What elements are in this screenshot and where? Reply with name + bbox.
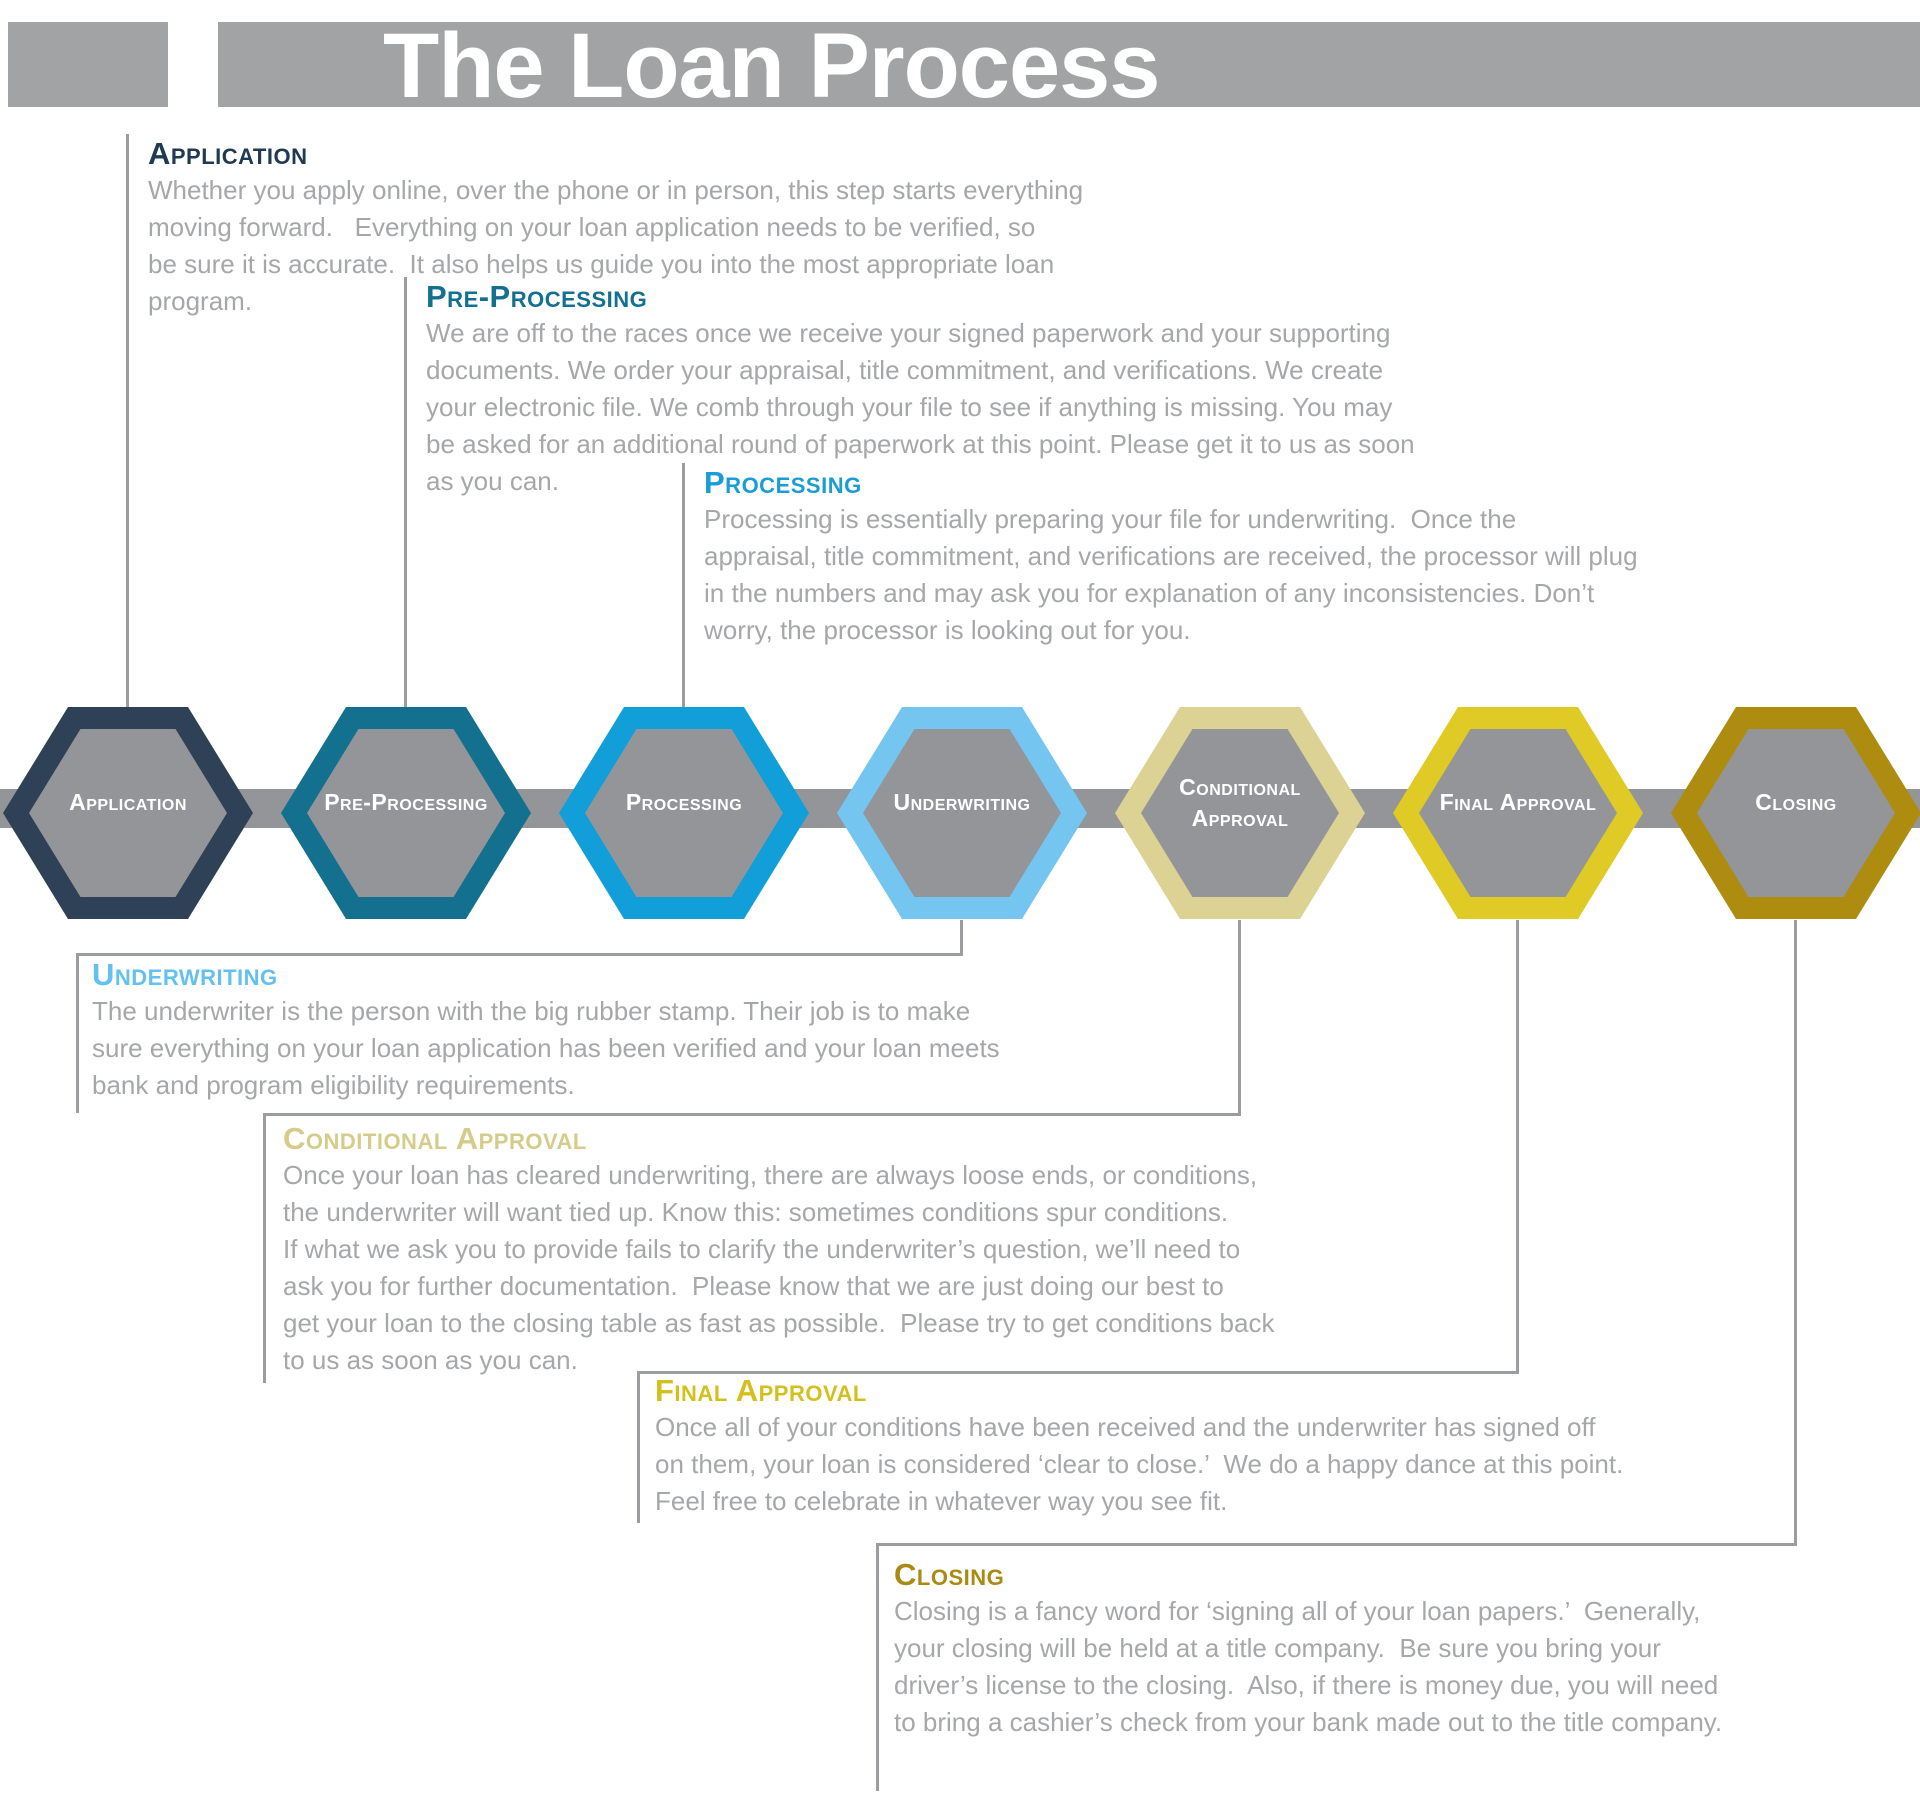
- connector-underwriting: [960, 920, 963, 953]
- underwriting-heading: Underwriting: [92, 957, 278, 992]
- conditional-approval-heading: Conditional Approval: [283, 1121, 587, 1156]
- connector-closing: [1794, 920, 1797, 1543]
- hexagon-conditional-approval-label: Conditional Approval: [1179, 773, 1301, 831]
- underwriting-block-border: [76, 953, 963, 1113]
- hexagon-final-approval-label: Final Approval: [1439, 789, 1597, 816]
- processing-heading: Processing: [704, 465, 862, 500]
- hexagon-closing-label: Closing: [1755, 789, 1837, 816]
- pre-processing-description: We are off to the races once we receive …: [426, 318, 1415, 496]
- hexagon-processing: Processing: [559, 707, 809, 919]
- hexagon-underwriting-label: Underwriting: [893, 789, 1031, 816]
- conditional-approval-block-border: [263, 1113, 1241, 1383]
- connector-final-approval: [1516, 920, 1519, 1371]
- connector-conditional-approval: [1238, 920, 1241, 1113]
- hexagon-application-label: Application: [69, 789, 187, 816]
- final-approval-heading: Final Approval: [655, 1373, 867, 1408]
- pre-processing-heading: Pre-Processing: [426, 279, 648, 314]
- connector-processing: [682, 463, 685, 707]
- closing-description: Closing is a fancy word for ‘signing all…: [894, 1596, 1723, 1737]
- conditional-approval-description: Once your loan has cleared underwriting,…: [283, 1160, 1275, 1375]
- hexagon-processing-label: Processing: [625, 789, 743, 816]
- hexagon-pre-processing: Pre-Processing: [281, 707, 531, 919]
- application-description: Whether you apply online, over the phone…: [148, 175, 1084, 316]
- title-bar-left-segment: [8, 22, 168, 107]
- final-approval-block-border: [637, 1371, 1519, 1523]
- hexagon-closing: Closing: [1671, 707, 1920, 919]
- hexagon-pre-processing-label: Pre-Processing: [324, 789, 488, 816]
- title-bar: The Loan Process: [218, 15, 1920, 117]
- connector-application: [126, 134, 129, 707]
- underwriting-description: The underwriter is the person with the b…: [92, 996, 1000, 1100]
- connector-pre-processing: [404, 277, 407, 707]
- hexagon-application: Application: [3, 707, 253, 919]
- hexagon-underwriting: Underwriting: [837, 707, 1087, 919]
- final-approval-description: Once all of your conditions have been re…: [655, 1412, 1624, 1516]
- application-heading: Application: [148, 136, 308, 171]
- processing-description: Processing is essentially preparing your…: [704, 504, 1638, 645]
- page-title: The Loan Process: [383, 15, 1160, 117]
- closing-heading: Closing: [894, 1557, 1005, 1592]
- hexagon-conditional-approval: Conditional Approval: [1115, 707, 1365, 919]
- hexagon-final-approval: Final Approval: [1393, 707, 1643, 919]
- closing-block-border: [876, 1543, 1797, 1791]
